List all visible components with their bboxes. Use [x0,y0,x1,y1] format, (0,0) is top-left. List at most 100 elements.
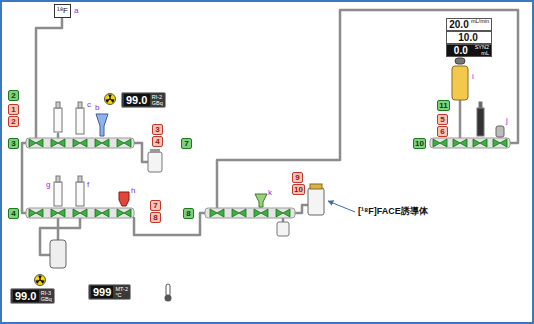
flow-display: 20.0mL/min [446,18,492,31]
stop-button: 1 [8,104,19,115]
radiation-symbol [35,275,46,286]
radiation-display: 99.0RI-3GBq [10,288,55,304]
valve [117,209,131,217]
part-letter: k [268,188,272,197]
part-letter: f [87,180,89,189]
radiation-display: 99.0RI-2GBq [121,92,166,108]
part-letter: i [472,72,474,81]
manifold-bar [430,138,510,148]
value-text: 2 [10,91,17,100]
unit-text: °C [115,292,128,298]
valve [433,139,447,147]
value-text: 4 [10,209,17,218]
part-letter: h [131,186,135,195]
value-text: 3 [154,125,161,134]
value-text: 99.0 [124,94,150,106]
valve-knob [455,58,465,64]
unit-text: MT-2 [115,286,128,292]
filter-j [496,126,504,137]
volume-display: 0.0SYN2mL [446,44,492,57]
valve [51,209,65,217]
isotope-source: ¹⁸F [54,4,71,18]
value-text: 1 [10,105,17,114]
tube [282,218,285,222]
valve-button: 11 [437,100,450,111]
part-letter: b [95,103,99,112]
value-text: 999 [91,286,113,298]
valve-manifolds [26,138,510,218]
tube [22,143,26,213]
valve [254,209,268,217]
valve [95,139,109,147]
tubing [22,10,518,255]
part-letter: j [506,116,508,125]
value-text: 99.0 [13,290,39,302]
value-text: 10 [415,139,424,148]
thermometer-icon [165,284,172,302]
part-letter: c [87,100,91,109]
valve [276,209,290,217]
manifold-bar [205,208,295,218]
value-text: 8 [152,213,159,222]
stop-button: 8 [150,212,161,223]
part-letter: a [74,6,78,15]
valve [73,209,87,217]
value-text: ¹⁸F [57,6,68,16]
valve [73,139,87,147]
syringe-plunger [479,102,482,108]
temperature-display: 999MT-2°C [88,284,131,300]
stop-button: 6 [437,126,448,137]
valve [29,209,43,217]
manifold-bar [26,208,134,218]
stop-button: 2 [8,116,19,127]
unit-text: GBq [41,296,52,302]
reagent-bag-i [452,66,468,100]
value-text: 11 [439,101,448,110]
value-text: 0.0 [454,45,468,56]
unit-text: RI-3 [41,290,52,296]
stop-button: 10 [292,184,305,195]
value-text: 7 [152,201,159,210]
leader-arrow [328,201,355,212]
valve-button: 10 [413,138,426,149]
stop-button: 7 [150,200,161,211]
value-text: 4 [154,137,161,146]
tube [217,10,518,208]
unit-text: GBq [152,100,163,106]
value-text: 3 [10,139,17,148]
vial-cap [150,149,160,153]
valve-button: 3 [8,138,19,149]
tube [295,205,308,213]
value-text: 7 [183,139,190,148]
value-text: 10.0 [458,32,477,43]
tube [57,134,60,138]
cartridge-b [96,114,108,136]
value-text: 5 [439,115,446,124]
valve-button: 4 [8,208,19,219]
product-vial [308,188,324,215]
syringe [54,108,62,132]
value-text: 9 [294,173,301,182]
syringe-plunger [56,102,60,108]
value-text: 10 [294,185,303,194]
thermometer-bulb [165,295,172,302]
part-letter: g [46,180,50,189]
valve-button: 8 [183,208,194,219]
manifold-bar [26,138,134,148]
tube [459,100,462,138]
flow-display: 10.0 [446,31,492,44]
valve [51,139,65,147]
tube [134,213,205,235]
stop-button: 9 [292,172,303,183]
syringe [477,108,484,136]
filter-h [119,192,129,206]
product-label: [¹⁸F]FACE誘導体 [357,206,429,217]
valve [473,139,487,147]
syringe [76,182,84,206]
stop-button: 4 [152,136,163,147]
reactor-vessel [50,240,66,268]
unit-text: mL [481,51,489,57]
valve [95,209,109,217]
